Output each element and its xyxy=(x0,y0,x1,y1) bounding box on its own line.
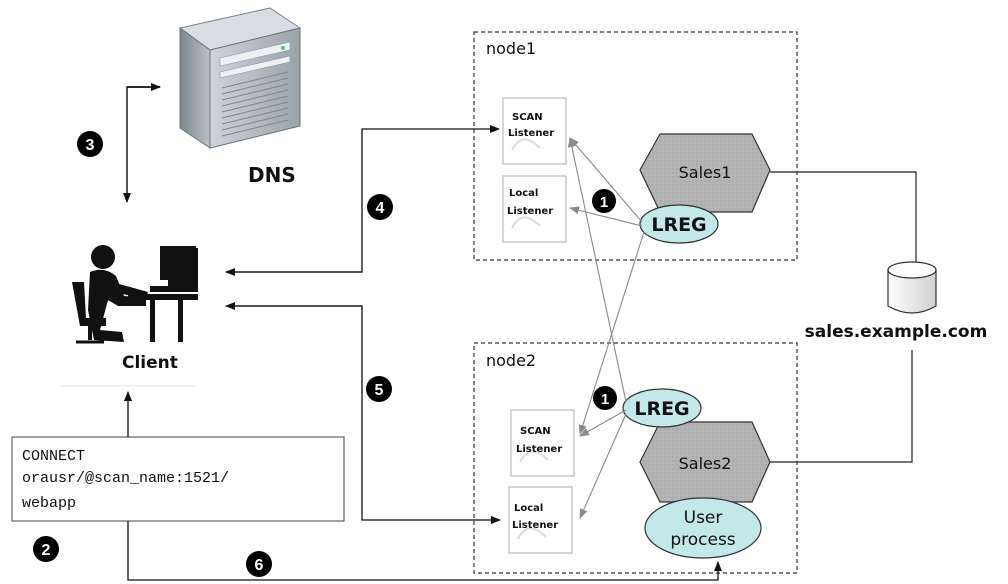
sales2-to-db-line xyxy=(770,350,913,463)
step-5-badge: 5 xyxy=(366,376,392,402)
client-label: Client xyxy=(122,353,178,373)
node1-title: node1 xyxy=(486,39,536,58)
connect-string-box: CONNECT orausr/@scan_name:1521/ webapp xyxy=(11,436,345,522)
step-4-badge: 4 xyxy=(367,194,393,220)
node2-local-listener: Local Listener xyxy=(508,486,573,554)
node2-lreg-label: LREG xyxy=(634,398,689,420)
node1-lreg-label: LREG xyxy=(651,214,706,236)
connect-line-3: webapp xyxy=(22,495,76,512)
step-5-number: 5 xyxy=(375,382,384,399)
user-process-label-1: User xyxy=(684,508,723,528)
node2-lreg: LREG xyxy=(622,388,702,428)
node2-scan-listener: SCAN Listener xyxy=(510,409,575,477)
registration-arrows xyxy=(567,137,645,519)
step-3-badge: 3 xyxy=(77,131,103,157)
sales2-service: Sales2 xyxy=(639,421,771,503)
step-2-number: 2 xyxy=(42,542,51,559)
node1-scan-listener: SCAN Listener xyxy=(502,97,567,165)
user-process: User process xyxy=(644,497,762,559)
step-3-number: 3 xyxy=(86,137,95,154)
node1-local-label-2: Listener xyxy=(507,206,553,217)
step-1b-number: 1 xyxy=(601,391,609,408)
node2-box: node2 xyxy=(473,342,798,574)
connect-to-user-process-arrow xyxy=(127,521,722,581)
sales1-service: Sales1 xyxy=(639,133,771,213)
node1-local-label-1: Local xyxy=(509,188,538,199)
node2-title: node2 xyxy=(486,351,536,370)
step-6-number: 6 xyxy=(255,557,264,574)
step-1-badge-node2: 1 xyxy=(593,386,617,410)
node1-scan-label-1: SCAN xyxy=(512,112,543,123)
node2-local-label-2: Listener xyxy=(512,520,558,531)
step-1-badge-node1: 1 xyxy=(592,189,616,213)
node2-scan-label-1: SCAN xyxy=(520,426,551,437)
dns-client-arrow xyxy=(123,86,160,203)
step-2-badge: 2 xyxy=(33,536,59,562)
node2-local-label-1: Local xyxy=(514,503,543,514)
server-tower-icon xyxy=(178,7,302,149)
sales2-label: Sales2 xyxy=(679,454,732,473)
connect-line-1: CONNECT xyxy=(22,448,85,465)
node1-local-listener: Local Listener xyxy=(502,175,567,243)
person-at-desk-icon xyxy=(72,245,198,344)
database-cylinder-icon xyxy=(887,261,937,314)
database-label: sales.example.com xyxy=(805,322,988,342)
client-to-scan-arrow xyxy=(226,125,500,273)
connect-line-2: orausr/@scan_name:1521/ xyxy=(22,470,229,487)
user-process-label-2: process xyxy=(670,530,735,550)
node2-scan-label-2: Listener xyxy=(516,444,562,455)
step-6-badge: 6 xyxy=(246,551,272,577)
node1-box: node1 xyxy=(473,31,798,261)
dns-label: DNS xyxy=(248,163,296,187)
step-1a-number: 1 xyxy=(600,194,608,211)
sales1-to-db-line xyxy=(770,171,917,262)
sales1-label: Sales1 xyxy=(679,163,732,182)
node1-lreg: LREG xyxy=(639,204,719,244)
node1-scan-label-2: Listener xyxy=(508,128,554,139)
step-4-number: 4 xyxy=(376,200,385,217)
